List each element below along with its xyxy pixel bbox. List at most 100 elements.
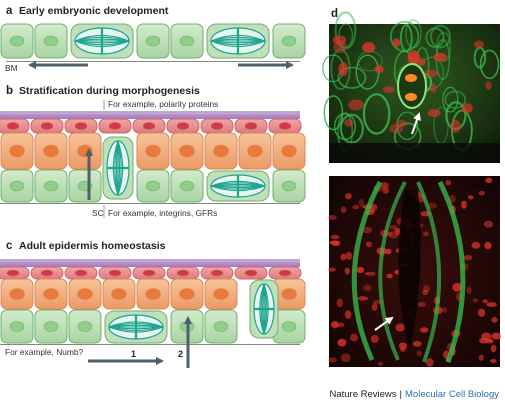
panel-b-basal-nucleus bbox=[9, 180, 25, 192]
micrograph-top-nucleus bbox=[485, 80, 492, 91]
panel-c-granular-nucleus bbox=[244, 269, 258, 277]
panel-b-letter: b bbox=[6, 85, 13, 97]
micrograph-bottom-nucleus bbox=[463, 255, 473, 261]
micrograph-bottom-lumen bbox=[398, 190, 421, 350]
micrograph-bottom-nucleus bbox=[491, 332, 501, 340]
micrograph-bottom-nucleus bbox=[471, 241, 481, 249]
panel-a-title: Early embryonic development bbox=[19, 5, 169, 17]
panel-b-spinous-nucleus bbox=[213, 144, 229, 158]
micrograph-bottom-nucleus bbox=[340, 206, 347, 214]
micrograph-top-nucleus bbox=[382, 86, 395, 94]
micrograph-bottom-nucleus bbox=[467, 195, 474, 200]
micrograph-bottom-nucleus bbox=[329, 240, 339, 245]
micrograph-top-membrane bbox=[425, 27, 445, 48]
panel-c-spinous-nucleus bbox=[43, 288, 59, 300]
micrograph-bottom-nucleus bbox=[423, 231, 429, 237]
micrograph-bottom-epithelium-left-inner bbox=[378, 181, 407, 361]
micrograph-bottom-nucleus bbox=[386, 273, 393, 279]
footer-credit: Nature Reviews|Molecular Cell Biology bbox=[329, 389, 499, 400]
micrograph-bottom-nucleus bbox=[484, 241, 492, 250]
micrograph-top-nucleus bbox=[395, 120, 408, 127]
micrograph-bottom-nucleus bbox=[490, 344, 497, 353]
panel-b-granular-nucleus bbox=[244, 122, 258, 130]
panel-b-granular-row bbox=[0, 118, 302, 134]
panel-a-basal-row bbox=[0, 23, 306, 59]
micrograph-bottom-nucleus bbox=[472, 298, 478, 303]
micrograph-bottom-nucleus bbox=[385, 248, 392, 255]
micrograph-bottom-nucleus bbox=[489, 358, 497, 364]
micrograph-bottom-nucleus bbox=[420, 327, 429, 333]
micrograph-top-nucleus bbox=[461, 103, 473, 114]
micrograph-bottom-nucleus bbox=[344, 267, 350, 275]
micrograph-bottom-nucleus bbox=[365, 241, 372, 248]
micrograph-top-nucleus bbox=[348, 99, 364, 111]
micrograph-top-membrane bbox=[323, 95, 344, 131]
panel-c-arrow-2-label: 2 bbox=[178, 349, 183, 359]
panel-b-spinous-nucleus bbox=[9, 144, 25, 158]
panel-b-spinous-nucleus bbox=[145, 144, 161, 158]
micrograph-bottom-nucleus bbox=[395, 229, 401, 236]
micrograph-bottom-nucleus bbox=[344, 193, 352, 200]
micrograph-bottom-epithelium-right-inner bbox=[416, 181, 442, 363]
panel-c-annotation: For example, Numb? bbox=[5, 347, 84, 357]
micrograph-bottom-nucleus bbox=[398, 342, 408, 350]
micrograph-bottom-nucleus bbox=[445, 179, 452, 186]
panel-a-letter: a bbox=[6, 5, 13, 17]
micrograph-bottom-nucleus bbox=[380, 182, 389, 189]
panel-b-granular-nucleus bbox=[176, 122, 190, 130]
micrograph-bottom-nucleus bbox=[485, 177, 493, 184]
panel-a-basal-nucleus bbox=[145, 35, 161, 47]
micrograph-bottom-nucleus bbox=[483, 220, 494, 228]
panel-c-granular-nucleus bbox=[6, 269, 20, 277]
micrograph-bottom-nucleus bbox=[426, 358, 434, 367]
micrograph-bottom-nucleus bbox=[340, 253, 347, 261]
micrograph-bottom-nucleus bbox=[370, 334, 379, 344]
panel-d: d bbox=[322, 8, 501, 367]
micrograph-bottom-nucleus bbox=[361, 226, 373, 234]
micrograph-top-nucleus bbox=[407, 50, 420, 64]
micrograph-top-nucleus bbox=[338, 62, 348, 77]
micrograph-top-chromatin-lower bbox=[405, 93, 417, 101]
micrograph-top-nucleus bbox=[450, 119, 461, 133]
micrograph-bottom-nucleus bbox=[478, 190, 485, 196]
micrograph-top-membrane bbox=[362, 93, 391, 135]
micrograph-bottom-nucleus bbox=[422, 289, 429, 296]
panel-a: a Early embryonic development BM bbox=[0, 5, 306, 73]
micrograph-bottom-nucleus bbox=[481, 332, 492, 341]
panel-b-granular-nucleus bbox=[210, 122, 224, 130]
panel-c-title: Adult epidermis homeostasis bbox=[19, 240, 166, 252]
panel-b-cornified-layer bbox=[0, 111, 300, 119]
panel-c-spinous-nucleus bbox=[77, 288, 93, 300]
micrograph-top-membrane bbox=[436, 31, 452, 62]
micrograph-top-membrane bbox=[339, 113, 364, 144]
micrograph-bottom-nucleus bbox=[412, 340, 422, 347]
panel-c-spinous-nucleus bbox=[9, 288, 25, 300]
panel-b-granular-nucleus bbox=[142, 122, 156, 130]
micrograph-bottom-nucleus bbox=[345, 251, 353, 260]
panel-b-basal-nucleus bbox=[281, 180, 297, 192]
micrograph-bottom-nucleus bbox=[399, 346, 406, 352]
panel-b-basal-nucleus bbox=[145, 180, 161, 192]
micrograph-bottom-nucleus bbox=[340, 353, 351, 363]
micrograph-bottom-nucleus bbox=[328, 267, 336, 272]
micrograph-bottom-epithelium-right bbox=[437, 180, 466, 363]
micrograph-top-membrane bbox=[396, 111, 419, 140]
micrograph-bottom-nucleus bbox=[350, 333, 359, 342]
micrograph-bottom-nucleus bbox=[336, 298, 343, 308]
panel-c-letter: c bbox=[6, 240, 13, 252]
panel-b-annotation-top: For example, polarity proteins bbox=[108, 99, 218, 109]
micrograph-bottom-nucleus bbox=[337, 338, 347, 347]
micrograph-bottom-nucleus bbox=[333, 322, 345, 328]
panel-c-spinous-nucleus bbox=[145, 288, 161, 300]
micrograph-top-membrane bbox=[442, 86, 459, 113]
micrograph-bottom-nucleus bbox=[358, 198, 364, 207]
micrograph-top-membrane bbox=[389, 20, 420, 53]
panel-b-title: Stratification during morphogenesis bbox=[19, 85, 200, 97]
panel-b-granular-nucleus bbox=[108, 122, 122, 130]
micrograph-top-membrane bbox=[330, 48, 351, 91]
micrograph-top-membrane bbox=[430, 24, 451, 49]
micrograph-bottom-nucleus bbox=[417, 301, 426, 308]
footer-journal: Nature Reviews bbox=[329, 389, 396, 400]
micrograph-bottom-nucleus bbox=[357, 296, 369, 301]
micrograph-bottom-nucleus bbox=[363, 284, 373, 292]
